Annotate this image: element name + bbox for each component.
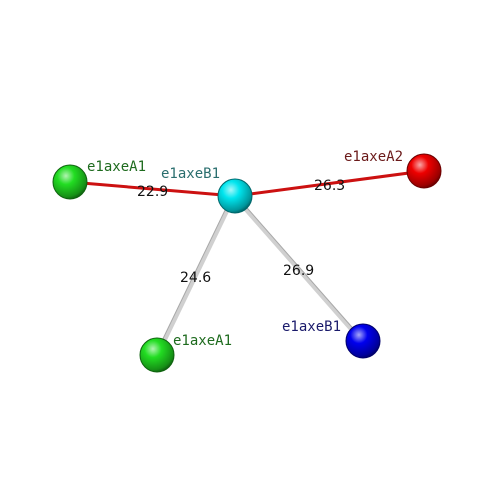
atom-right[interactable]: e1axeA2 <box>344 149 442 189</box>
atom-sphere[interactable] <box>217 178 253 214</box>
bond-line <box>158 204 232 351</box>
edge-center-right: 26.3 <box>234 169 425 198</box>
bond-line-shade <box>157 203 229 350</box>
edge-center-bottom-left: 24.6 <box>157 203 232 351</box>
atom-sphere[interactable] <box>406 153 442 189</box>
atom-sphere[interactable] <box>52 164 88 200</box>
edge-center-bottom-right: 26.9 <box>238 200 359 338</box>
distance-label: 26.3 <box>314 178 345 194</box>
distance-label: 24.6 <box>180 270 211 286</box>
atom-center[interactable]: e1axeB1 <box>161 166 253 214</box>
atom-bottom-right[interactable]: e1axeB1 <box>282 319 381 359</box>
atom-sphere[interactable] <box>139 337 175 373</box>
atom-label: e1axeA1 <box>87 159 146 175</box>
atom-label: e1axeB1 <box>282 319 341 335</box>
bond-line <box>238 201 359 338</box>
atom-bottom-left[interactable]: e1axeA1 <box>139 333 232 373</box>
bond-line <box>69 180 236 198</box>
atom-label: e1axeB1 <box>161 166 220 182</box>
distance-label: 26.9 <box>283 263 314 279</box>
bond-line <box>234 169 425 198</box>
edge-center-left: 22.9 <box>69 180 236 200</box>
distance-label: 22.9 <box>137 184 168 200</box>
atom-label: e1axeA1 <box>173 333 232 349</box>
bond-line-shade <box>240 200 359 335</box>
atom-left[interactable]: e1axeA1 <box>52 159 146 200</box>
atom-label: e1axeA2 <box>344 149 403 165</box>
atom-sphere[interactable] <box>345 323 381 359</box>
